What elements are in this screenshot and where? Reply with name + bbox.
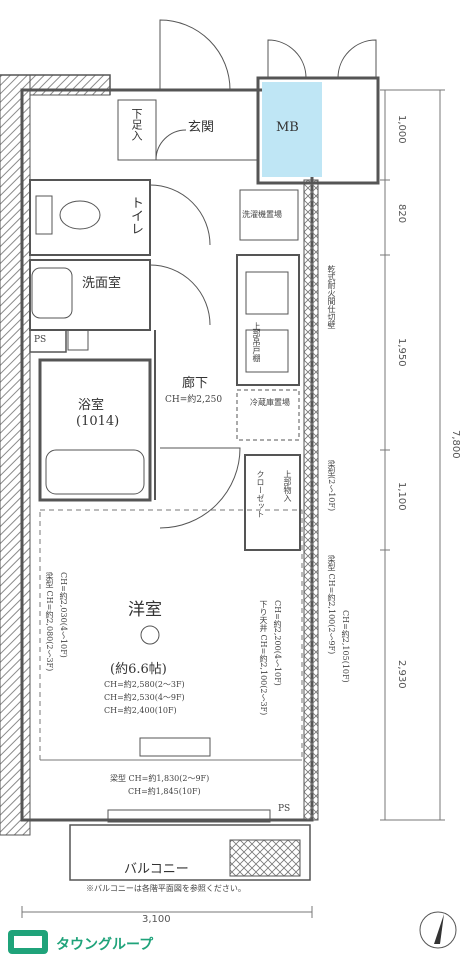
- logo-icon: [8, 930, 48, 954]
- ps-left-box: [29, 329, 67, 353]
- balcony: [69, 824, 311, 881]
- bathtub: [45, 449, 145, 495]
- toilet-bowl: [59, 200, 101, 230]
- washbasin: [31, 267, 73, 319]
- kitchen-sink: [245, 271, 289, 315]
- youshitsu-size: (約6.6帖): [110, 662, 167, 677]
- left-structure-inner: [29, 74, 111, 96]
- toilet-door-swing: [149, 184, 211, 246]
- right-party-wall: [303, 179, 319, 821]
- dim-1100: 1,100: [396, 482, 407, 511]
- mb-fill: [262, 82, 322, 177]
- dim-1000: 1,000: [396, 115, 407, 144]
- wall-mid-2: CH=約2,200(4〜10F): [273, 600, 282, 686]
- dim-total: 7,800: [450, 430, 461, 459]
- ps-right-label: PS: [278, 804, 291, 814]
- dim-820: 820: [396, 204, 407, 224]
- balcony-unit: [229, 839, 301, 877]
- genkan-label: 玄関: [188, 120, 215, 135]
- dim-1950: 1,950: [396, 338, 407, 367]
- ch-line-2: CH=約2,530(4〜9F): [104, 693, 185, 702]
- toilet-room: [29, 179, 151, 256]
- washroom: [29, 259, 151, 331]
- bathroom: [38, 358, 152, 502]
- kitchen-counter: [236, 254, 300, 386]
- dim-width: 3,100: [142, 914, 171, 925]
- left-slant-wall: [0, 74, 111, 95]
- toilet-label: トイレ: [128, 196, 143, 235]
- wall-left-2: CH=約2,030(4〜10F): [59, 572, 68, 658]
- closet-label: クローゼット: [256, 470, 265, 518]
- balcony-note: ※バルコニーは各階平面図を参照ください。: [86, 884, 246, 893]
- yokushitsu-label: 浴室: [78, 398, 105, 413]
- getabako-box: [117, 99, 157, 161]
- kitchen-note: 上部吊戸棚: [252, 322, 261, 362]
- youshitsu-label: 洋室: [128, 600, 162, 620]
- ceiling-light: [140, 625, 160, 645]
- rouka-ch: CH=約2,250: [165, 395, 223, 405]
- mb-box: [256, 76, 380, 185]
- reizouko-box: [236, 389, 300, 441]
- dim-2930: 2,930: [396, 660, 407, 689]
- closet-box: [244, 454, 301, 551]
- washroom-door-swing: [149, 264, 211, 326]
- senmen-label: 洗面室: [82, 276, 122, 291]
- front-door-swing: [159, 19, 231, 91]
- window-sash: [107, 809, 271, 823]
- wall-right-1: 梁型(2〜10F): [327, 460, 336, 512]
- closet-note: 上部物入: [283, 470, 292, 502]
- genkan-door-swing: [155, 129, 187, 161]
- partition-label: 乾式耐火間仕切壁: [327, 265, 336, 329]
- compass-icon: [419, 911, 457, 949]
- left-structure: [0, 74, 31, 836]
- sentakuki-label: 洗濯機置場: [242, 210, 282, 219]
- kitchen-stove: [245, 329, 289, 373]
- wall-left-1: 梁型 CH=約2,080(2〜3F): [45, 572, 54, 672]
- wall-mid-1: 下り天井 CH=約2,100(2〜3F): [259, 600, 268, 716]
- ch-line-1: CH=約2,580(2〜3F): [104, 680, 185, 689]
- heater-box: [139, 737, 211, 757]
- getabako-label: 下足入: [130, 108, 143, 141]
- rouka-label: 廊下: [182, 376, 209, 391]
- reizouko-label: 冷蔵庫置場: [250, 398, 290, 407]
- mb-door-swing-2: [337, 39, 377, 79]
- mb-label: MB: [276, 120, 299, 135]
- corridor-door-swing: [159, 447, 241, 529]
- logo-text: タウングループ: [56, 937, 154, 953]
- wall-right-3: CH=約2,105(10F): [341, 610, 350, 683]
- beam-line-1: 梁型 CH=約1,830(2〜9F): [110, 774, 210, 783]
- toilet-tank: [35, 195, 53, 235]
- ps-left-label: PS: [34, 335, 47, 345]
- balcony-label: バルコニー: [124, 862, 189, 877]
- ch-line-3: CH=約2,400(10F): [104, 706, 177, 715]
- mb-door-swing-1: [267, 39, 307, 79]
- yokushitsu-size: (1014): [76, 414, 120, 429]
- sentakuki-box: [239, 189, 299, 241]
- wall-right-2: 梁型 CH=約2,100(2〜9F): [327, 555, 336, 655]
- c-box: [67, 329, 89, 351]
- beam-line-2: CH=約1,845(10F): [128, 787, 201, 796]
